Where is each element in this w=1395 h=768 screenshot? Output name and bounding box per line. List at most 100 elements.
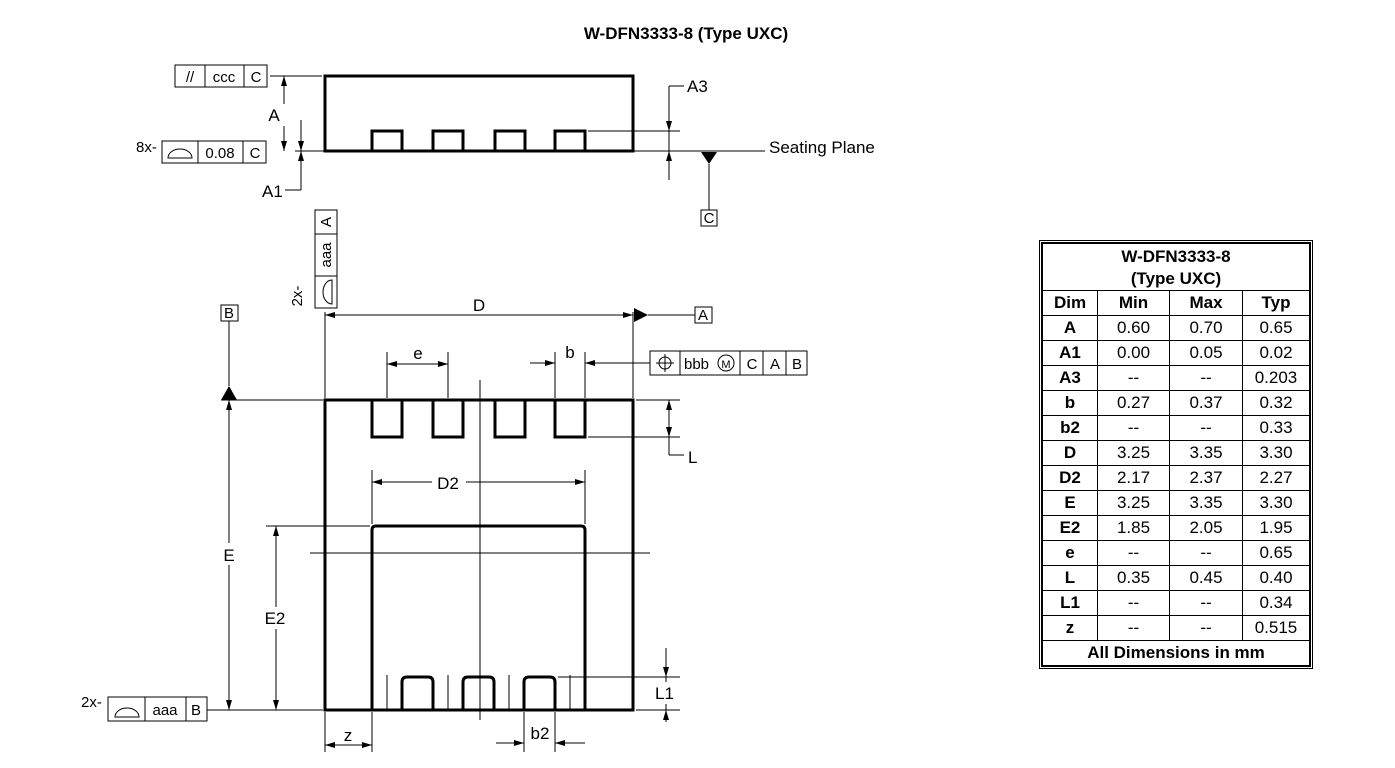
cell-typ: 3.30	[1242, 490, 1310, 516]
cell-max: --	[1169, 540, 1243, 566]
header-dim: Dim	[1042, 290, 1098, 316]
cell-dim: E2	[1042, 515, 1098, 541]
cell-dim: A	[1042, 315, 1098, 341]
cell-typ: 2.27	[1242, 465, 1310, 491]
dim-label-a1: A1	[262, 182, 283, 201]
cell-min: 0.35	[1097, 565, 1170, 591]
cell-dim: z	[1042, 615, 1098, 641]
profile-tolerance-frame-bottom: 2x- aaa B	[81, 694, 323, 722]
svg-text:A: A	[318, 217, 335, 227]
cell-typ: 0.515	[1242, 615, 1310, 641]
cell-min: 3.25	[1097, 440, 1170, 466]
cell-typ: 3.30	[1242, 440, 1310, 466]
svg-text:aaa: aaa	[318, 242, 335, 268]
cell-max: 2.37	[1169, 465, 1243, 491]
dim-label-b2: b2	[531, 724, 550, 743]
svg-text:bbb: bbb	[684, 356, 709, 373]
cell-dim: A3	[1042, 365, 1098, 391]
cell-min: --	[1097, 415, 1170, 441]
cell-dim: b2	[1042, 415, 1098, 441]
dim-label-e: E	[223, 546, 234, 565]
datum-b-label: B	[224, 305, 234, 322]
dim-label-e-pitch: e	[413, 344, 422, 363]
svg-text:aaa: aaa	[152, 702, 178, 719]
cell-min: --	[1097, 540, 1170, 566]
svg-text://: //	[186, 69, 195, 86]
svg-text:2x-: 2x-	[81, 694, 102, 711]
svg-text:A: A	[770, 356, 780, 373]
cell-min: 2.17	[1097, 465, 1170, 491]
cell-min: 0.60	[1097, 315, 1170, 341]
cell-max: 0.37	[1169, 390, 1243, 416]
cell-typ: 0.65	[1242, 315, 1310, 341]
table-row: L1----0.34	[1042, 590, 1310, 616]
table-footer: All Dimensions in mm	[1042, 640, 1310, 666]
cell-typ: 1.95	[1242, 515, 1310, 541]
cell-typ: 0.40	[1242, 565, 1310, 591]
dim-label-l: L	[688, 448, 697, 467]
cell-max: 3.35	[1169, 490, 1243, 516]
cell-typ: 0.02	[1242, 340, 1310, 366]
datum-c-label: C	[704, 210, 715, 227]
bottom-view: D A A aaa 2x- e b	[81, 209, 808, 752]
svg-text:8x-: 8x-	[136, 139, 157, 156]
cell-dim: E	[1042, 490, 1098, 516]
cell-min: 0.27	[1097, 390, 1170, 416]
cell-dim: L1	[1042, 590, 1098, 616]
cell-typ: 0.203	[1242, 365, 1310, 391]
svg-text:B: B	[792, 356, 802, 373]
cell-typ: 0.65	[1242, 540, 1310, 566]
cell-min: --	[1097, 590, 1170, 616]
svg-text:B: B	[191, 702, 201, 719]
seating-plane-label: Seating Plane	[769, 138, 875, 157]
cell-min: --	[1097, 615, 1170, 641]
cell-dim: D2	[1042, 465, 1098, 491]
svg-text:0.08: 0.08	[205, 145, 234, 162]
cell-min: 3.25	[1097, 490, 1170, 516]
table-header-row: Dim Min Max Typ	[1042, 290, 1310, 316]
position-tolerance-frame: bbb M C A B	[649, 350, 808, 376]
dim-label-b: b	[565, 343, 574, 362]
cell-max: --	[1169, 615, 1243, 641]
cell-max: 0.45	[1169, 565, 1243, 591]
cell-typ: 0.33	[1242, 415, 1310, 441]
cell-min: --	[1097, 365, 1170, 391]
cell-max: 3.35	[1169, 440, 1243, 466]
cell-max: --	[1169, 415, 1243, 441]
dim-label-a: A	[268, 106, 280, 125]
cell-dim: D	[1042, 440, 1098, 466]
dim-label-a3: A3	[687, 77, 708, 96]
dim-label-z: z	[344, 726, 353, 745]
datum-a-label: A	[698, 307, 708, 324]
side-view: Seating Plane A3 C A A1 // ccc	[136, 64, 875, 227]
header-min: Min	[1097, 290, 1170, 316]
table-caption: W-DFN3333-8(Type UXC)	[1042, 243, 1310, 291]
cell-min: 0.00	[1097, 340, 1170, 366]
cell-min: 1.85	[1097, 515, 1170, 541]
dim-label-e2: E2	[265, 609, 286, 628]
cell-dim: e	[1042, 540, 1098, 566]
dim-label-l1: L1	[655, 684, 674, 703]
cell-dim: b	[1042, 390, 1098, 416]
svg-text:C: C	[250, 145, 261, 162]
table-row: e----0.65	[1042, 540, 1310, 566]
cell-max: 2.05	[1169, 515, 1243, 541]
dim-label-d: D	[473, 296, 485, 315]
cell-max: 0.70	[1169, 315, 1243, 341]
svg-text:M: M	[721, 359, 730, 371]
table-row: b2----0.33	[1042, 415, 1310, 441]
cell-max: 0.05	[1169, 340, 1243, 366]
dim-label-d2: D2	[437, 474, 459, 493]
svg-text:C: C	[251, 69, 262, 86]
profile-tolerance-frame-side: A aaa 2x-	[289, 209, 338, 309]
cell-dim: A1	[1042, 340, 1098, 366]
